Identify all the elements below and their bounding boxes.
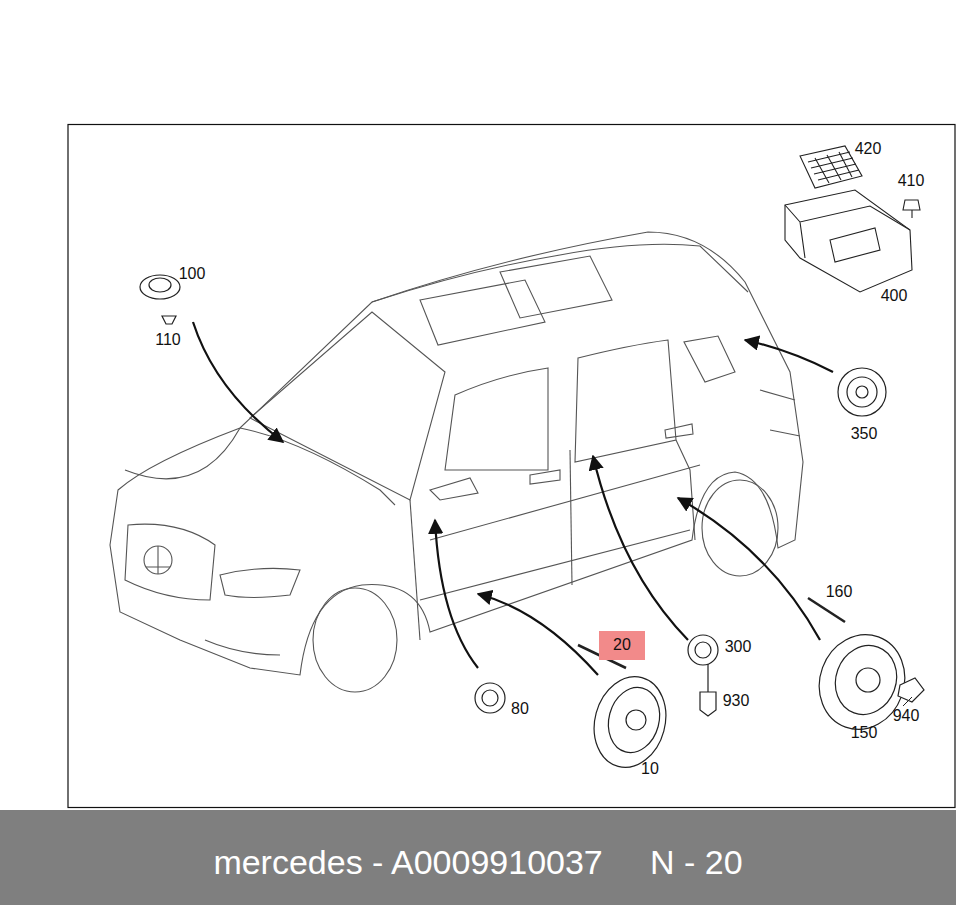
callout-number: 940 — [893, 708, 920, 724]
callout-number: 160 — [826, 584, 853, 600]
speaker — [688, 635, 718, 716]
callout-number: 420 — [855, 141, 882, 157]
frame — [68, 125, 955, 808]
footer-band — [0, 810, 956, 905]
pointer-arrow — [193, 322, 833, 675]
speaker — [806, 598, 924, 741]
callout-number: 350 — [851, 426, 878, 442]
speaker — [838, 368, 886, 416]
callout-number: 110 — [155, 332, 181, 348]
callout-number: 20 — [613, 637, 631, 653]
callout-number: 410 — [898, 173, 925, 189]
callout-number: 80 — [511, 701, 529, 717]
callout-number: 10 — [641, 761, 659, 777]
callout-number: 400 — [881, 288, 908, 304]
highlight-box: 20 — [599, 631, 645, 660]
tweeter — [140, 275, 180, 324]
speaker — [475, 683, 505, 713]
amplifier — [785, 146, 920, 292]
car-outline — [110, 232, 803, 692]
callout-number: 150 — [851, 725, 878, 741]
callout-number: 300 — [725, 639, 752, 655]
leader-line — [903, 697, 912, 706]
callout-number: 930 — [723, 693, 750, 709]
part-number-caption: mercedes - A0009910037 N - 20 — [0, 840, 956, 884]
speaker — [578, 645, 676, 775]
callout-number: 100 — [179, 266, 206, 282]
